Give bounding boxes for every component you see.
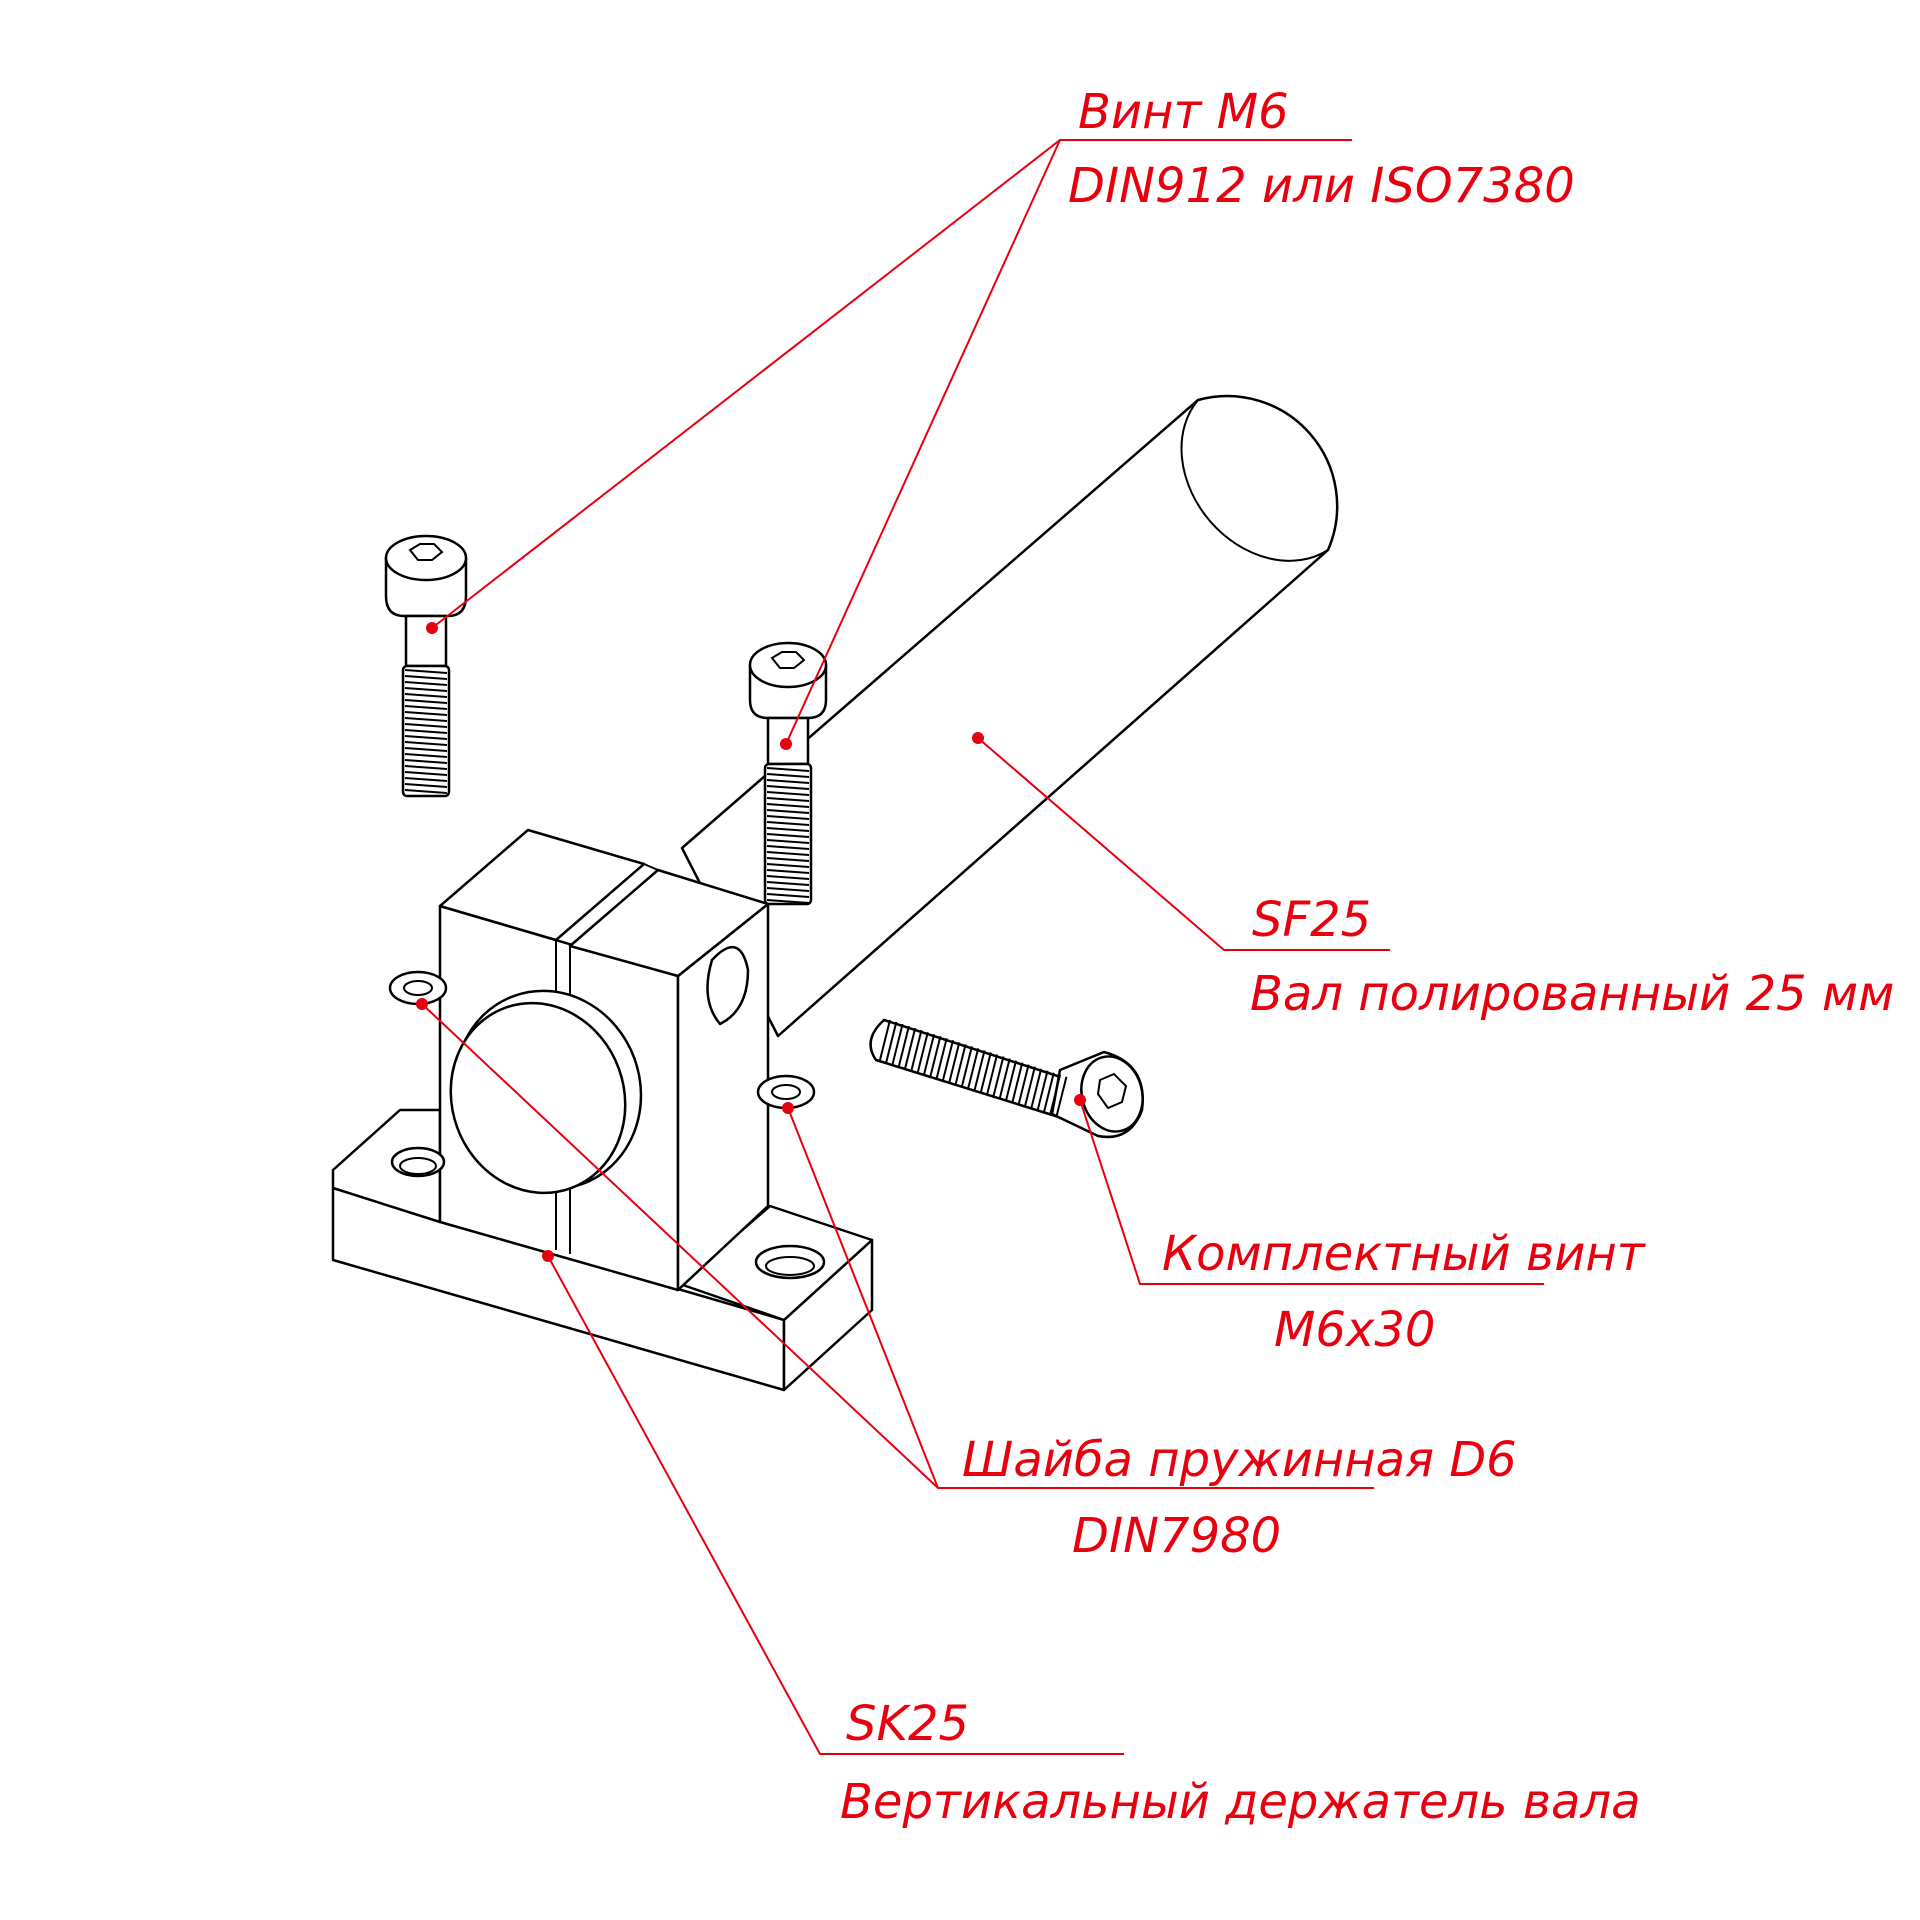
screw-m6-middle [748,641,828,906]
set-screw-m6x30 [869,1018,1144,1139]
callout-washer-line1: Шайба пружинная D6 [962,1432,1517,1488]
callout-set-screw-line2: М6х30 [1274,1302,1435,1358]
leader-washer [416,998,1374,1489]
callout-holder-line2: Вертикальный держатель вала [840,1774,1641,1830]
leader-set-screw [1074,1094,1544,1285]
screw-m6-left [384,534,468,798]
callout-holder-line1: SK25 [846,1696,969,1752]
screw-thread-left [404,669,448,794]
callout-washer-line2: DIN7980 [1072,1508,1281,1564]
leader-screw-m6 [426,139,1352,750]
spring-washer-right [756,1074,816,1110]
holder-sk25 [331,828,874,1392]
callout-screw-m6-line1: Винт М6 [1078,84,1289,140]
spring-washer-left [388,970,448,1006]
screw-thread-middle [766,767,810,904]
leader-holder [542,1250,1124,1755]
screw-thread-horizontal [879,1019,1068,1118]
leader-shaft [972,732,1390,951]
callout-set-screw-line1: Комплектный винт [1162,1226,1647,1282]
callout-screw-m6-line2: DIN912 или ISO7380 [1068,158,1575,214]
callout-shaft-line1: SF25 [1252,892,1371,948]
callout-shaft-line2: Вал полированный 25 мм [1250,966,1894,1022]
shaft-sf25 [680,394,1339,1038]
